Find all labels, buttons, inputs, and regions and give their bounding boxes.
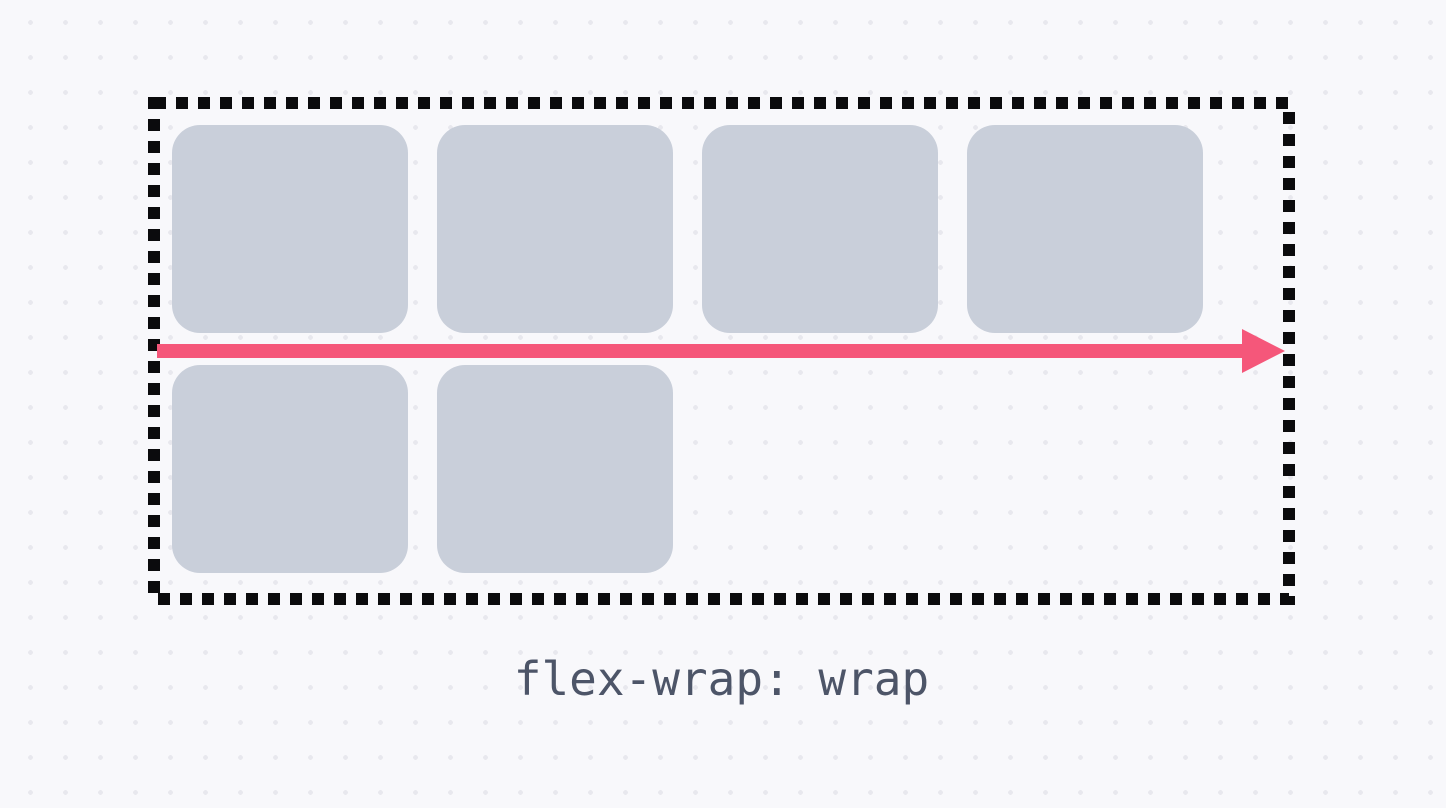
arrow-shaft	[157, 344, 1243, 358]
flex-container	[157, 109, 1283, 592]
flex-item	[702, 125, 938, 333]
flex-item	[172, 365, 408, 573]
flex-item	[967, 125, 1203, 333]
flex-container-border	[148, 97, 1295, 605]
flex-item	[437, 365, 673, 573]
caption-text: flex-wrap: wrap	[513, 652, 930, 706]
flex-item	[172, 125, 408, 333]
main-axis-arrow	[157, 329, 1285, 373]
flex-item	[437, 125, 673, 333]
arrow-head-icon	[1242, 329, 1285, 373]
dashed-border-rect	[148, 97, 1295, 605]
